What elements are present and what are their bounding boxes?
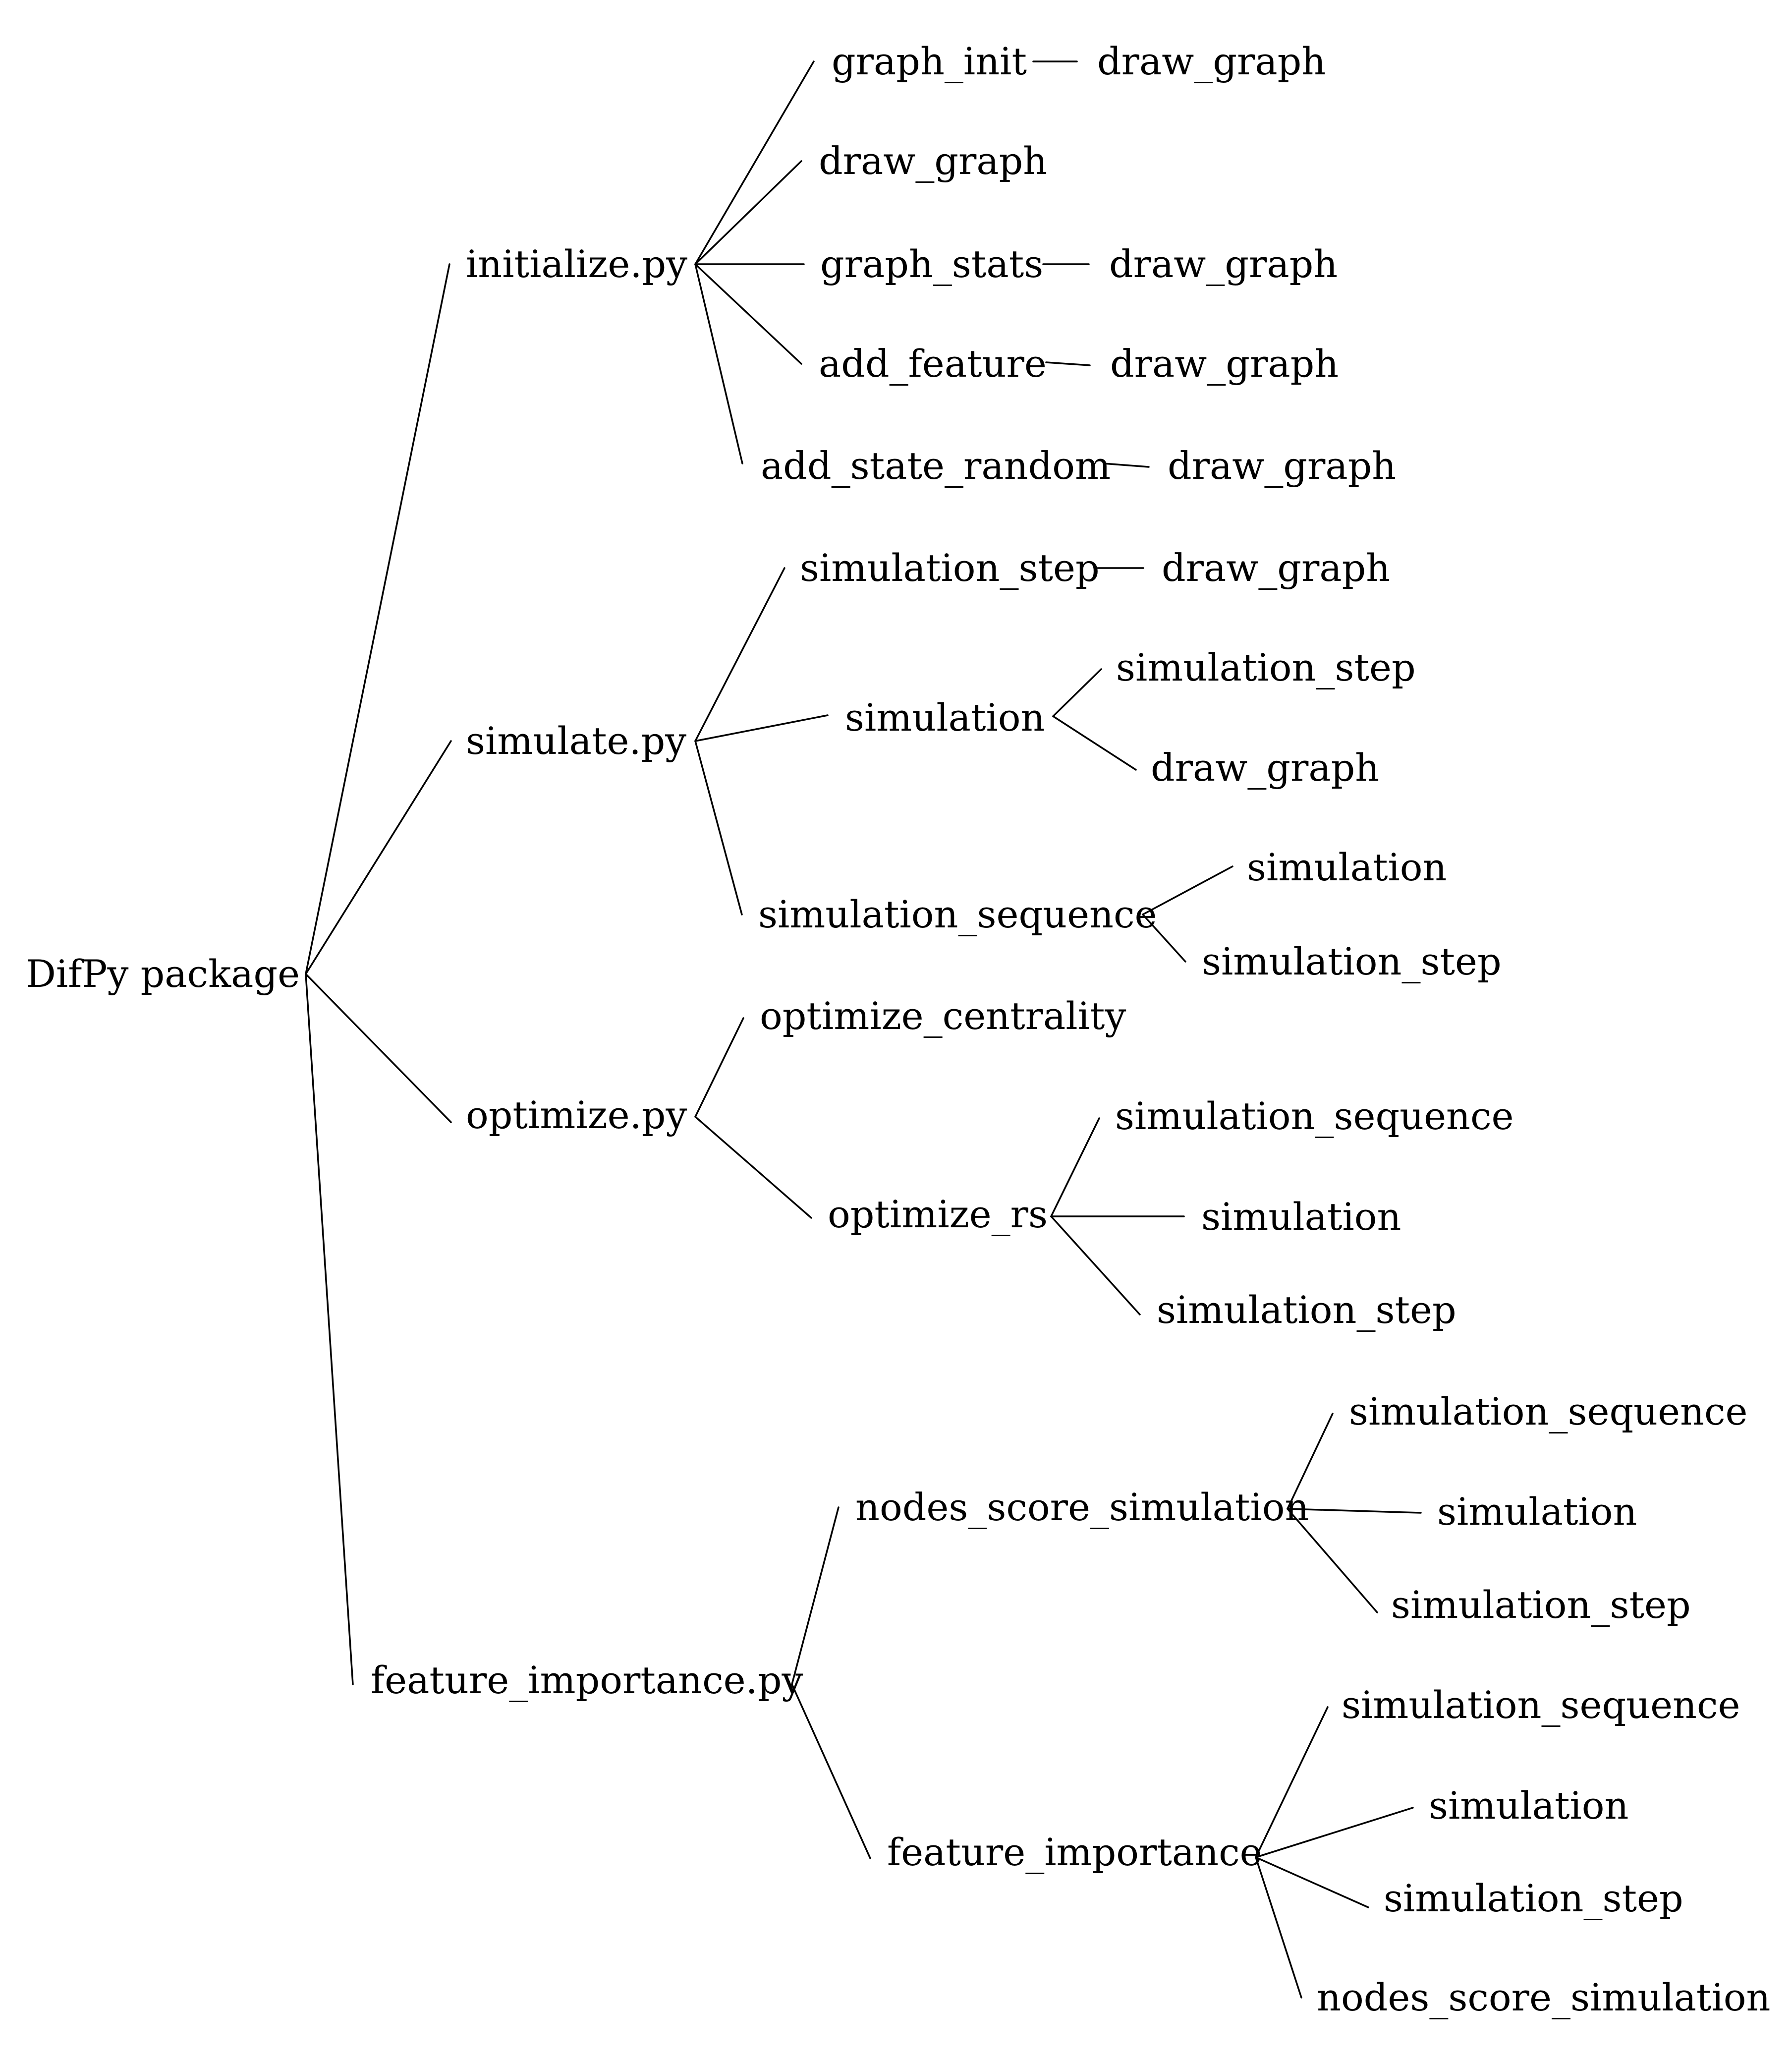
node-nodes-score-simulation: nodes_score_simulation xyxy=(1317,1975,1771,2019)
edge-simulate-simulation xyxy=(694,714,829,742)
node-simulation: simulation xyxy=(1437,1489,1637,1534)
node-draw-graph: draw_graph xyxy=(1109,242,1338,286)
edge-optimize-optimize-rs xyxy=(694,1116,812,1219)
node-draw-graph: draw_graph xyxy=(1097,39,1326,83)
node-optimize-centrality: optimize_centrality xyxy=(760,994,1126,1038)
edge-initialize-draw-graph xyxy=(694,160,802,265)
node-simulation-step: simulation_step xyxy=(1391,1583,1691,1627)
node-graph-init: graph_init xyxy=(832,39,1027,83)
node-nodes-score-simulation: nodes_score_simulation xyxy=(855,1485,1309,1529)
node-draw-graph: draw_graph xyxy=(819,139,1048,183)
node-simulation-step: simulation_step xyxy=(800,546,1100,590)
edge-initialize-add-feature xyxy=(694,263,802,365)
node-simulation-sequence: simulation_sequence xyxy=(1115,1094,1514,1138)
node-draw-graph: draw_graph xyxy=(1162,546,1391,590)
node-draw-graph: draw_graph xyxy=(1151,745,1380,790)
edge-add-feature-draw-graph xyxy=(1045,361,1091,366)
edge-add-state-random-draw-graph xyxy=(1103,462,1150,468)
node-initialize-py: initialize.py xyxy=(466,242,688,286)
edge-optimize-optimize-centrality xyxy=(694,1017,744,1118)
node-simulation-step: simulation_step xyxy=(1384,1876,1683,1920)
node-simulation: simulation xyxy=(845,695,1045,740)
edge-feature-importance-py-feature-importance xyxy=(791,1683,871,1859)
edge-nodes-score-simulation xyxy=(1287,1508,1422,1514)
edge-feature-importance-nodes-score-simulation xyxy=(1255,1856,1302,1999)
node-graph-stats: graph_stats xyxy=(820,242,1044,286)
node-simulate-py: simulate.py xyxy=(466,719,687,763)
edge-root-initialize xyxy=(305,263,450,975)
node-simulation-step: simulation_step xyxy=(1157,1288,1456,1332)
node-draw-graph: draw_graph xyxy=(1168,444,1397,488)
edge-root-simulate xyxy=(305,740,452,975)
edge-nodes-score-simulation-sequence xyxy=(1287,1413,1334,1510)
edge-initialize-graph-init xyxy=(694,60,815,265)
node-simulation: simulation xyxy=(1429,1783,1629,1828)
node-simulation: simulation xyxy=(1201,1195,1401,1239)
edge-feature-importance-simulation xyxy=(1255,1807,1414,1858)
node-feature-importance: feature_importance xyxy=(887,1830,1262,1874)
edge-root-feature-importance-py xyxy=(305,973,354,1685)
edge-optimize-rs-simulation-step xyxy=(1050,1215,1141,1316)
edge-root-optimize xyxy=(305,973,452,1123)
edge-nodes-score-simulation-step xyxy=(1287,1508,1378,1613)
node-simulation-sequence: simulation_sequence xyxy=(1349,1389,1748,1433)
edge-feature-importance-simulation-step xyxy=(1255,1856,1369,1908)
node-simulation-step: simulation_step xyxy=(1116,645,1416,689)
node-simulation-step: simulation_step xyxy=(1202,939,1502,983)
edge-simulation-sequence-simulation xyxy=(1142,865,1233,916)
node-add-feature: add_feature xyxy=(819,342,1047,386)
node-simulation-sequence: simulation_sequence xyxy=(758,892,1157,936)
edge-simulation-simulation-step xyxy=(1052,668,1102,717)
edge-feature-importance-py-nodes-score xyxy=(791,1506,840,1685)
edge-simulate-simulation-step xyxy=(694,567,785,742)
node-add-state-random: add_state_random xyxy=(761,444,1111,488)
node-simulation-sequence: simulation_sequence xyxy=(1342,1683,1740,1727)
edge-feature-importance-simulation-sequence xyxy=(1255,1706,1329,1858)
edge-optimize-rs-simulation-sequence xyxy=(1050,1117,1100,1217)
node-optimize-rs: optimize_rs xyxy=(828,1192,1048,1236)
node-feature-importance-py: feature_importance.py xyxy=(371,1658,803,1702)
node-simulation: simulation xyxy=(1247,845,1447,889)
node-optimize-py: optimize.py xyxy=(466,1093,687,1137)
edge-initialize-add-state-random xyxy=(694,263,743,464)
edge-simulation-sequence-simulation-step xyxy=(1142,914,1186,963)
edge-simulation-draw-graph xyxy=(1052,715,1137,771)
edge-simulate-simulation-sequence xyxy=(694,740,743,916)
node-difpy-package: DifPy package xyxy=(26,952,300,996)
node-draw-graph: draw_graph xyxy=(1110,342,1339,386)
